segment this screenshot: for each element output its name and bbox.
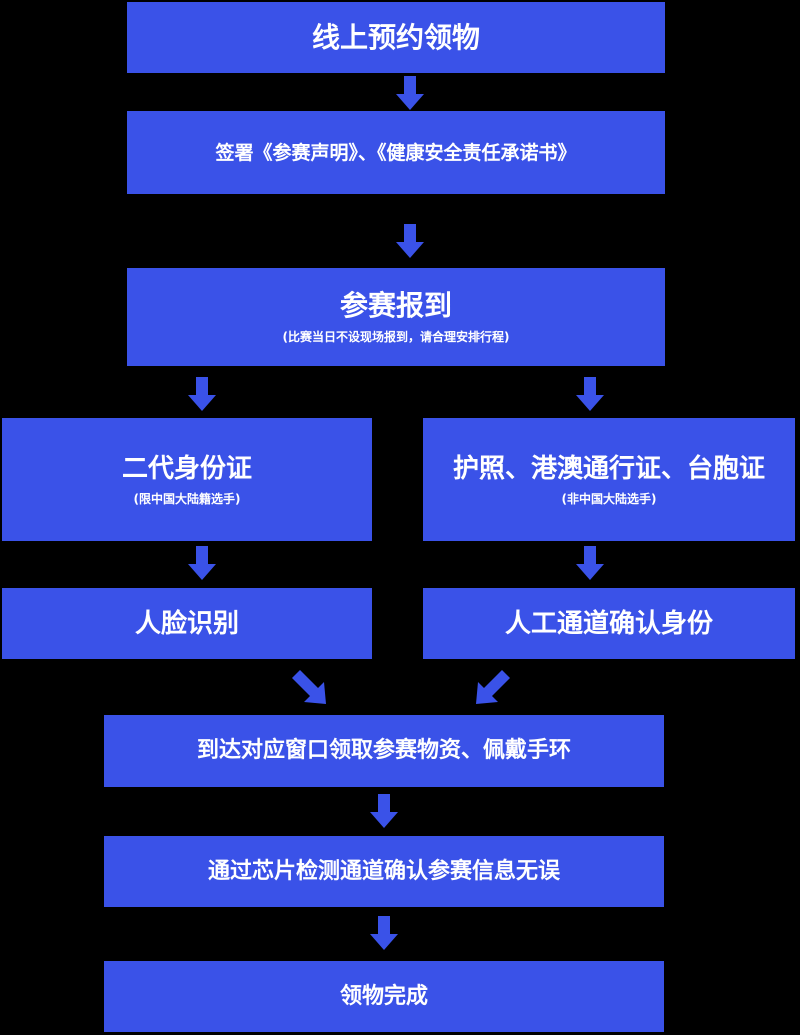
step-passport-title: 护照、港澳通行证、台胞证 (452, 453, 765, 484)
step-sign-documents: 签署《参赛声明》、《健康安全责任承诺书》 (127, 111, 665, 194)
step-passport: 护照、港澳通行证、台胞证 (非中国大陆选手) (423, 418, 795, 541)
step-chip-check-label: 通过芯片检测通道确认参赛信息无误 (207, 858, 560, 884)
step-sign-documents-label: 签署《参赛声明》、《健康安全责任承诺书》 (215, 141, 577, 164)
step-collect-materials: 到达对应窗口领取参赛物资、佩戴手环 (104, 715, 664, 787)
step-face-recognition-label: 人脸识别 (134, 608, 239, 639)
step-id-card: 二代身份证 (限中国大陆籍选手) (2, 418, 372, 541)
arrow-down-icon (396, 224, 424, 258)
arrow-down-icon (396, 76, 424, 110)
step-chip-check: 通过芯片检测通道确认参赛信息无误 (104, 836, 664, 907)
arrow-down-right-icon (290, 668, 330, 708)
arrow-down-left-icon (472, 668, 512, 708)
arrow-down-icon (576, 377, 604, 411)
step-passport-note: (非中国大陆选手) (561, 491, 657, 506)
arrow-down-icon (370, 794, 398, 828)
arrow-down-icon (370, 916, 398, 950)
step-manual-verification-label: 人工通道确认身份 (504, 608, 713, 639)
arrow-down-icon (188, 377, 216, 411)
step-complete-label: 领物完成 (339, 983, 428, 1009)
step-face-recognition: 人脸识别 (2, 588, 372, 659)
arrow-down-icon (188, 546, 216, 580)
step-id-card-title: 二代身份证 (121, 453, 252, 484)
step-id-card-note: (限中国大陆籍选手) (133, 491, 241, 506)
step-manual-verification: 人工通道确认身份 (423, 588, 795, 659)
arrow-down-icon (576, 546, 604, 580)
step-checkin-note: (比赛当日不设现场报到，请合理安排行程) (282, 330, 510, 344)
step-complete: 领物完成 (104, 961, 664, 1032)
step-online-booking: 线上预约领物 (127, 2, 665, 73)
step-collect-materials-label: 到达对应窗口领取参赛物资、佩戴手环 (196, 738, 571, 763)
step-checkin: 参赛报到 (比赛当日不设现场报到，请合理安排行程) (127, 268, 665, 366)
step-checkin-title: 参赛报到 (339, 289, 452, 322)
step-online-booking-label: 线上预约领物 (311, 20, 480, 54)
